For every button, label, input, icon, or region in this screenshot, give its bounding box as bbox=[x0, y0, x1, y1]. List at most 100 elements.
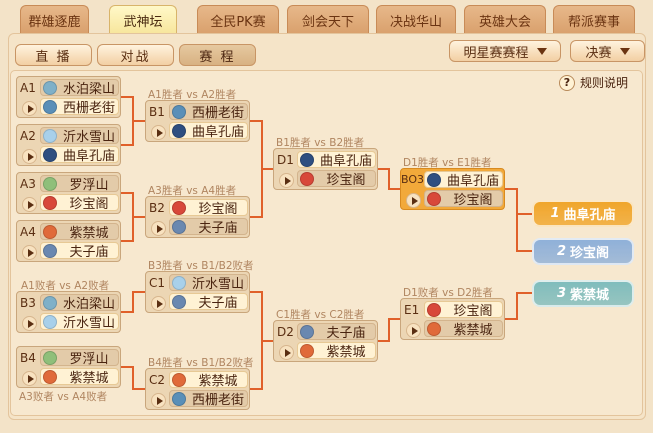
star-schedule-dropdown[interactable]: 明星赛赛程 bbox=[449, 40, 561, 62]
chevron-down-icon bbox=[536, 47, 547, 55]
tab-1[interactable]: 武神坛 bbox=[109, 5, 177, 35]
team-name: 夫子庙 bbox=[69, 245, 109, 260]
play-icon[interactable] bbox=[279, 173, 294, 188]
dropdown-label: 决赛 bbox=[585, 45, 612, 61]
play-icon[interactable] bbox=[406, 193, 421, 208]
team-row: 紫禁城 bbox=[297, 342, 376, 360]
battle-button[interactable]: 对战 bbox=[97, 44, 174, 66]
connector bbox=[505, 188, 532, 252]
tab-5[interactable]: 英雄大会 bbox=[464, 5, 546, 34]
team-name: 西栅老街 bbox=[191, 106, 244, 121]
stage-dropdown[interactable]: 决赛 bbox=[570, 40, 645, 62]
connector bbox=[505, 292, 532, 320]
team-emblem-icon bbox=[172, 200, 186, 215]
team-name: 夫子庙 bbox=[326, 326, 366, 341]
team-emblem-icon bbox=[43, 314, 57, 329]
play-icon[interactable] bbox=[406, 323, 421, 338]
team-name: 水泊梁山 bbox=[62, 82, 115, 97]
team-emblem-icon bbox=[43, 195, 57, 210]
team-name: 紫禁城 bbox=[198, 374, 238, 389]
team-name: 罗浮山 bbox=[69, 178, 109, 193]
match-code: A2 bbox=[20, 129, 36, 143]
play-icon[interactable] bbox=[22, 101, 37, 116]
match-label: D1胜者 vs E1胜者 bbox=[403, 157, 492, 169]
team-row: 西栅老街 bbox=[169, 390, 248, 408]
team-name: 珍宝阁 bbox=[198, 202, 238, 217]
team-row: 紫禁城 bbox=[169, 371, 248, 389]
rules-link[interactable]: ?规则说明 bbox=[559, 74, 628, 91]
schedule-button[interactable]: 赛 程 bbox=[179, 44, 256, 66]
match-code: B1 bbox=[149, 105, 165, 119]
team-row: 罗浮山 bbox=[40, 175, 119, 193]
team-emblem-icon bbox=[172, 294, 186, 309]
connector bbox=[121, 291, 145, 313]
team-row: 紫禁城 bbox=[40, 368, 119, 386]
team-emblem-icon bbox=[172, 372, 186, 387]
team-row: 罗浮山 bbox=[40, 349, 119, 367]
team-row: 夫子庙 bbox=[40, 242, 119, 260]
team-emblem-icon bbox=[300, 343, 314, 358]
connector bbox=[121, 192, 145, 218]
tab-2[interactable]: 全民PK赛 bbox=[197, 5, 279, 34]
match-code: E1 bbox=[404, 303, 420, 317]
match-code: C1 bbox=[149, 276, 166, 290]
team-row: 夫子庙 bbox=[297, 323, 376, 341]
team-name: 沂水雪山 bbox=[191, 277, 244, 292]
team-name: 曲阜孔庙 bbox=[319, 154, 372, 169]
team-row: 沂水雪山 bbox=[40, 127, 119, 145]
play-icon[interactable] bbox=[151, 296, 166, 311]
connector bbox=[250, 291, 273, 342]
match-label: A3胜者 vs A4胜者 bbox=[148, 185, 237, 197]
team-name: 沂水雪山 bbox=[62, 130, 115, 145]
play-icon[interactable] bbox=[22, 371, 37, 386]
play-icon[interactable] bbox=[151, 125, 166, 140]
tab-3[interactable]: 剑会天下 bbox=[287, 5, 369, 34]
team-emblem-icon bbox=[43, 80, 57, 95]
match-label: A1败者 vs A2败者 bbox=[21, 280, 110, 292]
tab-6[interactable]: 帮派赛事 bbox=[553, 5, 635, 34]
team-name: 珍宝阁 bbox=[326, 173, 366, 188]
match-label: A1胜者 vs A2胜者 bbox=[148, 89, 237, 101]
play-icon[interactable] bbox=[151, 393, 166, 408]
match-code: D2 bbox=[277, 325, 294, 339]
team-name: 紫禁城 bbox=[69, 226, 109, 241]
match-code: A3 bbox=[20, 177, 36, 191]
team-emblem-icon bbox=[172, 219, 186, 234]
play-icon[interactable] bbox=[22, 149, 37, 164]
match-label: B3胜者 vs B1/B2败者 bbox=[148, 260, 254, 272]
play-icon[interactable] bbox=[279, 345, 294, 360]
team-row: 珍宝阁 bbox=[169, 199, 248, 217]
result-team: 曲阜孔庙 bbox=[563, 208, 616, 223]
team-row: 曲阜孔庙 bbox=[40, 146, 119, 164]
team-name: 珍宝阁 bbox=[69, 197, 109, 212]
match-code: B2 bbox=[149, 201, 165, 215]
play-icon[interactable] bbox=[22, 245, 37, 260]
play-icon[interactable] bbox=[151, 221, 166, 236]
live-button[interactable]: 直 播 bbox=[15, 44, 92, 66]
play-icon[interactable] bbox=[22, 316, 37, 331]
team-name: 沂水雪山 bbox=[62, 316, 115, 331]
connector bbox=[250, 340, 273, 390]
result-team: 珍宝阁 bbox=[570, 246, 610, 261]
team-row: 夫子庙 bbox=[169, 293, 248, 311]
rules-label: 规则说明 bbox=[580, 76, 629, 90]
team-row: 珍宝阁 bbox=[424, 301, 503, 319]
team-row: 曲阜孔庙 bbox=[297, 151, 376, 169]
connector bbox=[378, 168, 400, 190]
team-row: 夫子庙 bbox=[169, 218, 248, 236]
team-emblem-icon bbox=[43, 295, 57, 310]
team-name: 曲阜孔庙 bbox=[446, 174, 499, 189]
match-e1: E1 珍宝阁紫禁城 bbox=[400, 298, 505, 340]
tab-4[interactable]: 决战华山 bbox=[376, 5, 456, 34]
team-name: 紫禁城 bbox=[453, 323, 493, 338]
team-name: 珍宝阁 bbox=[453, 304, 493, 319]
tab-0[interactable]: 群雄逐鹿 bbox=[20, 5, 89, 34]
team-row: 沂水雪山 bbox=[40, 313, 119, 331]
play-icon[interactable] bbox=[22, 197, 37, 212]
team-name: 曲阜孔庙 bbox=[62, 149, 115, 164]
